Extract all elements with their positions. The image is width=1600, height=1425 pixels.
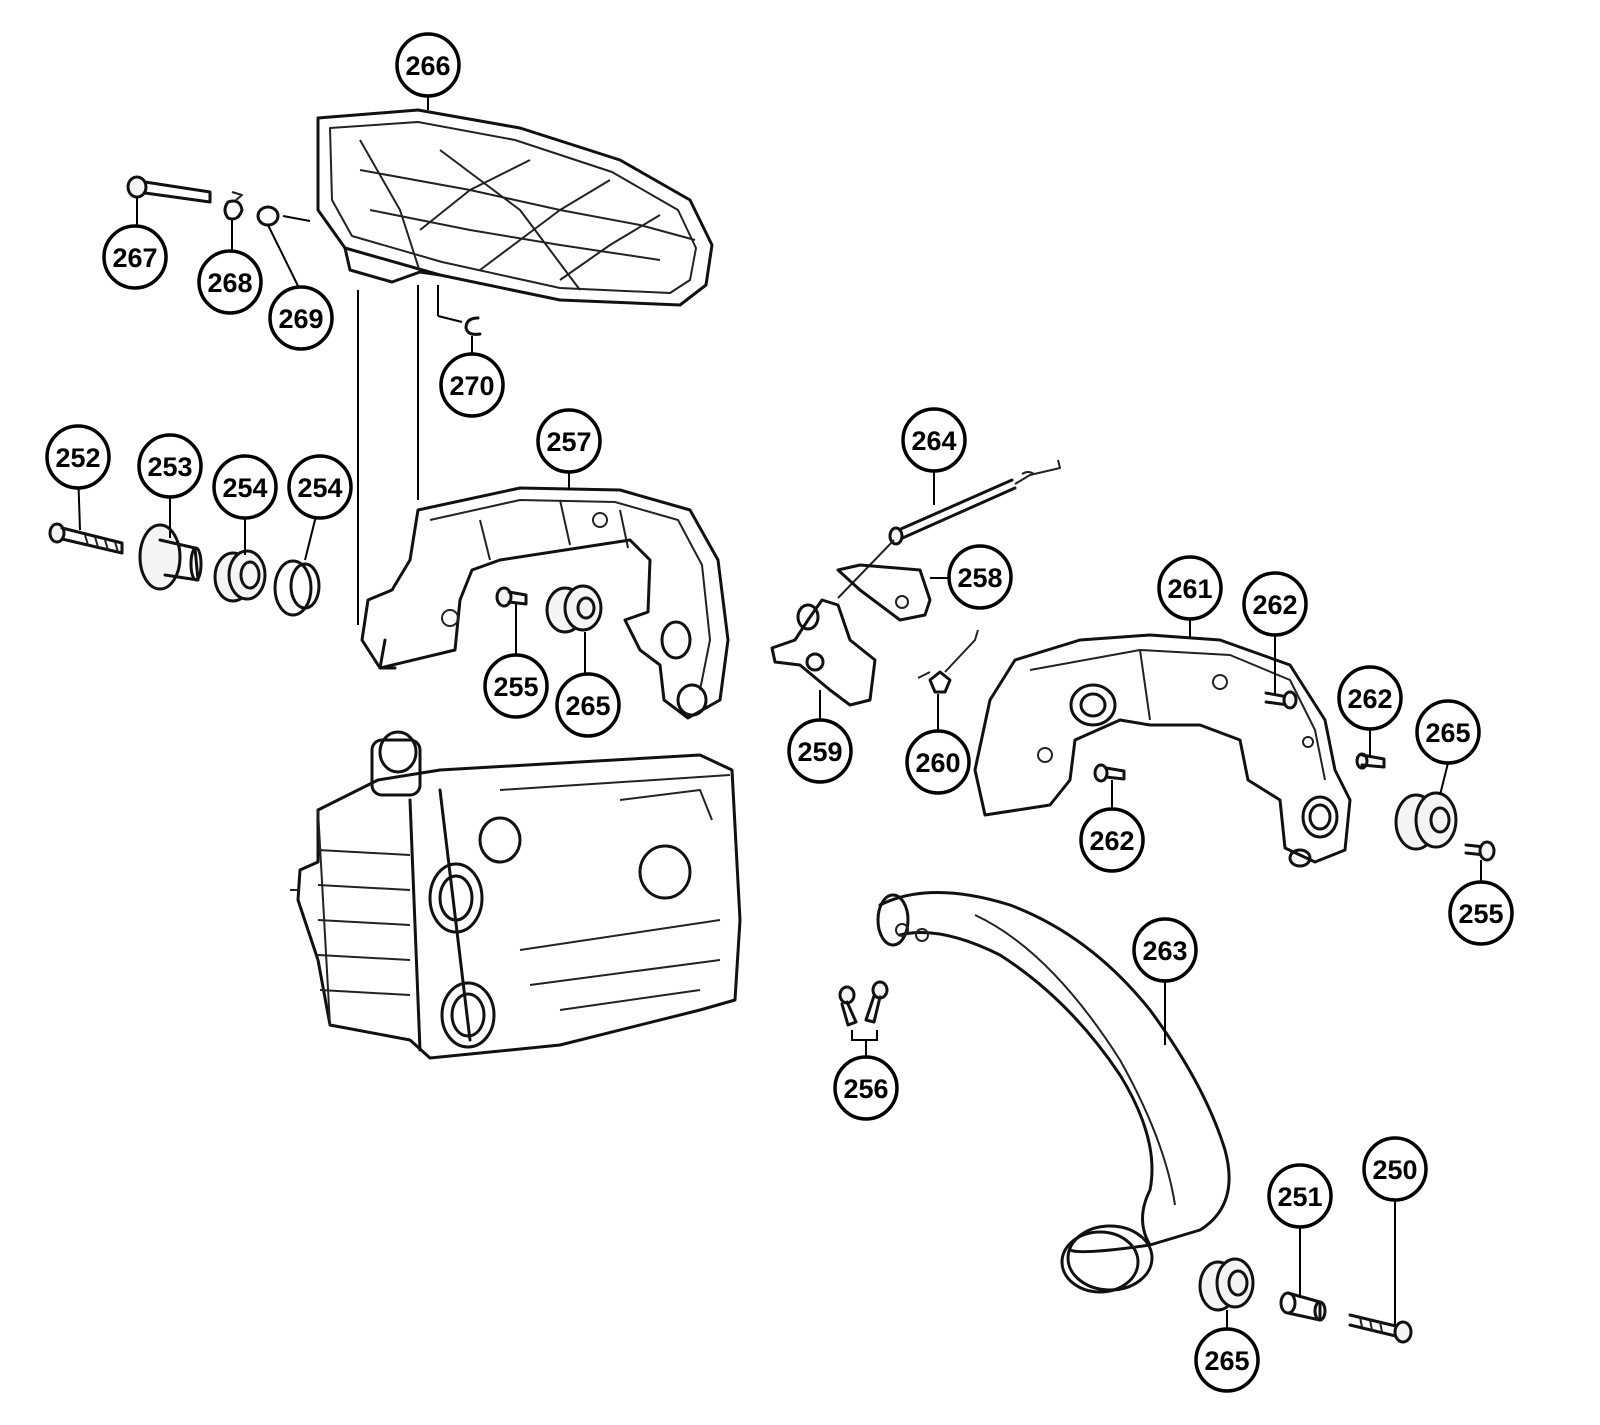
- part-grommet-265a: [545, 584, 603, 634]
- part-top-cover: [316, 108, 714, 625]
- svg-text:265: 265: [565, 691, 610, 721]
- part-grommet-254b: [273, 559, 321, 617]
- svg-text:255: 255: [1458, 899, 1503, 929]
- callout-255b: 255: [1448, 880, 1514, 946]
- part-sleeve-251: [1279, 1291, 1327, 1322]
- svg-text:258: 258: [957, 563, 1002, 593]
- svg-text:264: 264: [911, 426, 956, 456]
- svg-text:269: 269: [278, 304, 323, 334]
- part-bushing-253: [138, 523, 203, 591]
- svg-text:259: 259: [797, 737, 842, 767]
- part-screw-267: [126, 175, 212, 204]
- part-screws-256: [838, 980, 889, 1060]
- svg-text:254: 254: [297, 473, 342, 503]
- callout-252: 252: [45, 424, 111, 490]
- svg-text:267: 267: [112, 243, 157, 273]
- svg-text:256: 256: [843, 1074, 888, 1104]
- callout-268: 268: [197, 249, 263, 315]
- callout-250: 250: [1362, 1136, 1428, 1202]
- part-clip-270: [437, 285, 482, 336]
- part-grommet-265b: [1394, 791, 1458, 851]
- callout-264: 264: [901, 407, 967, 473]
- leader-lines: [77, 85, 1482, 1330]
- part-screw-255a: [495, 586, 528, 608]
- svg-text:261: 261: [1167, 574, 1212, 604]
- svg-text:268: 268: [207, 268, 252, 298]
- part-bolt-252: [48, 522, 124, 555]
- callout-255a: 255: [483, 653, 549, 719]
- callout-260: 260: [905, 729, 971, 795]
- svg-text:270: 270: [449, 371, 494, 401]
- part-screw-262b: [1355, 752, 1386, 770]
- callout-254a: 254: [212, 454, 278, 520]
- callout-262b: 262: [1337, 665, 1403, 731]
- callout-265a: 265: [555, 672, 621, 738]
- part-grommet-265c: [1198, 1257, 1255, 1312]
- svg-text:250: 250: [1372, 1155, 1417, 1185]
- svg-text:260: 260: [915, 748, 960, 778]
- svg-text:252: 252: [55, 443, 100, 473]
- callout-251: 251: [1267, 1163, 1333, 1229]
- svg-text:265: 265: [1425, 718, 1470, 748]
- callout-253: 253: [137, 433, 203, 499]
- callout-263: 263: [1132, 917, 1198, 983]
- svg-text:265: 265: [1204, 1346, 1249, 1376]
- callout-262c: 262: [1079, 807, 1145, 873]
- part-grommet-254a: [213, 549, 267, 603]
- part-spring-268: [223, 191, 244, 221]
- svg-text:262: 262: [1089, 826, 1134, 856]
- svg-text:262: 262: [1252, 590, 1297, 620]
- callout-267: 267: [102, 224, 168, 290]
- svg-text:253: 253: [147, 452, 192, 482]
- callout-265b: 265: [1415, 699, 1481, 765]
- part-screw-255b: [1464, 840, 1496, 862]
- part-handle-261: [973, 633, 1352, 868]
- svg-text:262: 262: [1347, 684, 1392, 714]
- callout-258: 258: [947, 544, 1013, 610]
- part-tube-handle-263: [876, 891, 1231, 1294]
- part-lever-259: [770, 598, 877, 707]
- callout-254b: 254: [287, 454, 353, 520]
- svg-text:257: 257: [546, 427, 591, 457]
- part-spring-260: [917, 629, 979, 694]
- part-bolt-250: [1348, 1313, 1413, 1344]
- callout-270: 270: [439, 352, 505, 418]
- svg-text:263: 263: [1142, 936, 1187, 966]
- svg-text:251: 251: [1277, 1182, 1322, 1212]
- svg-text:254: 254: [222, 473, 267, 503]
- part-bracket-257: [360, 486, 730, 720]
- part-washer-269: [256, 205, 311, 227]
- callout-257: 257: [536, 408, 602, 474]
- part-screw-262a: [1264, 690, 1298, 710]
- callout-266: 266: [395, 32, 461, 98]
- callout-256: 256: [833, 1055, 899, 1121]
- svg-text:255: 255: [493, 672, 538, 702]
- part-trigger-258: [836, 563, 950, 622]
- callout-262a: 262: [1242, 571, 1308, 637]
- part-tank-housing: [290, 730, 742, 1060]
- part-screw-262c: [1093, 763, 1126, 783]
- callout-269: 269: [268, 285, 334, 351]
- callout-265c: 265: [1194, 1327, 1260, 1393]
- svg-text:266: 266: [405, 51, 450, 81]
- callout-259: 259: [787, 718, 853, 784]
- part-throttle-rod-264: [837, 459, 1061, 599]
- callout-261: 261: [1157, 555, 1223, 621]
